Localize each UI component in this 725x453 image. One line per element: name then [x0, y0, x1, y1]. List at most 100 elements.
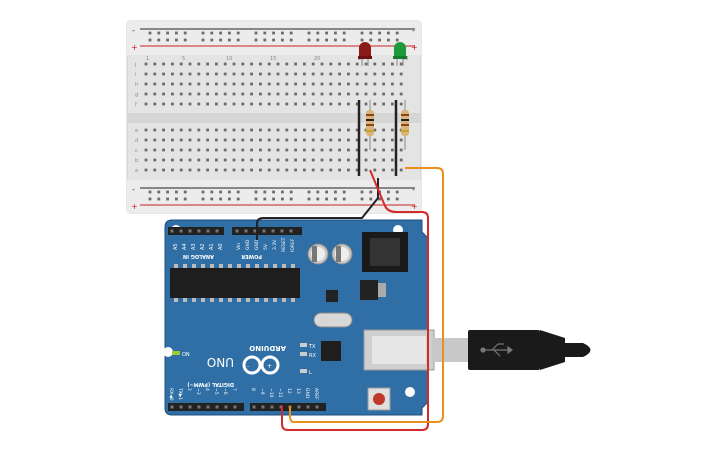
rail-plus-left-bottom: +	[131, 202, 138, 211]
svg-text:A3: A3	[191, 243, 197, 250]
svg-text:20: 20	[314, 56, 320, 62]
brand-label: ARDUINO	[249, 344, 286, 352]
model-label: UNO	[207, 355, 234, 369]
capacitor	[307, 243, 329, 265]
svg-text:-: -	[247, 363, 249, 370]
rail-minus-right-bottom: -	[412, 185, 415, 194]
tx-label: TX	[308, 344, 316, 350]
svg-text:j: j	[134, 62, 136, 68]
rail-minus-left-top: -	[132, 26, 135, 35]
svg-text:A2: A2	[200, 243, 206, 250]
analog-pin-labels: A5 A4 A3 A2 A1 A0	[173, 243, 224, 250]
digital-pin-label: 13	[295, 388, 301, 394]
wire-black-gnd[interactable]	[256, 178, 379, 240]
mount-hole	[163, 347, 173, 357]
analog-header[interactable]	[168, 227, 224, 235]
power-header-label: POWER	[241, 253, 262, 259]
breadboard-holes[interactable]	[144, 31, 403, 201]
rail-minus-right-top: -	[412, 26, 415, 35]
l-label: L	[309, 370, 312, 376]
digital-pin-label: ~5	[213, 388, 219, 395]
digital-pin-label: 8	[250, 388, 256, 391]
svg-text:g: g	[135, 92, 138, 98]
svg-text:h: h	[135, 82, 138, 88]
svg-text:GND: GND	[254, 239, 260, 250]
row-labels-bottom: e d c b a	[135, 128, 138, 174]
power-header[interactable]	[232, 227, 302, 235]
small-chip	[326, 290, 338, 302]
l-led	[300, 369, 307, 373]
svg-text:15: 15	[270, 56, 276, 62]
on-label: ON	[182, 352, 190, 358]
svg-text:A4: A4	[182, 243, 188, 250]
arduino-logo-icon	[242, 355, 280, 375]
rx-led	[300, 352, 307, 356]
wire-orange-pin12[interactable]	[289, 167, 444, 423]
rx-label: RX	[309, 353, 316, 359]
wire-red-pin13[interactable]	[281, 169, 429, 431]
voltage-regulator	[360, 280, 386, 300]
digital-pin-label: ~11	[277, 388, 283, 398]
rail-plus-right-top: +	[411, 43, 418, 52]
breadboard[interactable]: - + - + - + - + j i h g f e d c b a 1 5 …	[126, 20, 422, 214]
svg-text:A0: A0	[218, 243, 224, 250]
reset-button[interactable]	[367, 387, 391, 411]
tx-led	[300, 343, 307, 347]
analog-header-label: ANALOG IN	[183, 253, 214, 259]
svg-text:1: 1	[146, 56, 149, 62]
digital-pin-label: GND	[304, 388, 310, 399]
svg-text:i: i	[135, 72, 136, 78]
digital-header-label: DIGITAL (PWM~)	[187, 381, 234, 387]
digital-header[interactable]	[168, 403, 326, 411]
arduino-uno-board[interactable]: A5 A4 A3 A2 A1 A0 ANALOG IN Vin GND GND …	[163, 219, 435, 416]
crystal-oscillator	[313, 312, 353, 328]
power-pin-labels: Vin GND GND 5V 3.3V RESET IOREF	[236, 237, 296, 252]
svg-text:a: a	[135, 168, 138, 174]
digital-pin-label: TX▶1	[177, 387, 183, 400]
svg-text:Vin: Vin	[236, 243, 242, 250]
usb-port[interactable]	[363, 329, 435, 371]
row-labels-top: j i h g f	[134, 62, 138, 108]
svg-text:5: 5	[182, 56, 185, 62]
digital-pin-label: AREF	[313, 388, 319, 400]
mount-hole	[405, 387, 415, 397]
svg-text:A1: A1	[209, 243, 215, 250]
svg-text:RESET: RESET	[281, 237, 287, 252]
digital-pin-label: 2	[186, 388, 192, 391]
atmega-microcontroller	[170, 264, 300, 302]
svg-text:b: b	[135, 158, 138, 164]
usb-cable[interactable]	[432, 330, 591, 370]
dc-power-jack[interactable]	[362, 232, 408, 272]
rail-plus-right-bottom: +	[411, 202, 418, 211]
resistor-red-led[interactable]	[366, 100, 374, 150]
digital-pin-label: 12	[286, 388, 292, 394]
usb-symbol-icon	[480, 343, 513, 357]
svg-text:f: f	[135, 102, 137, 108]
svg-text:5V: 5V	[263, 243, 269, 250]
rail-plus-left-top: +	[131, 43, 138, 52]
digital-pin-label: ~9	[259, 388, 265, 395]
capacitor	[331, 243, 353, 265]
digital-pin-label: 4	[204, 388, 210, 391]
digital-pin-label: RX◀0	[168, 388, 174, 401]
svg-text:A5: A5	[173, 243, 179, 250]
digital-pin-label: ~6	[222, 388, 228, 395]
on-led	[172, 351, 180, 355]
usb-interface-chip	[321, 341, 341, 361]
digital-pin-label: ~3	[195, 388, 201, 395]
svg-text:e: e	[135, 128, 138, 134]
svg-text:10: 10	[226, 56, 232, 62]
rail-minus-left-bottom: -	[132, 185, 135, 194]
led-green[interactable]	[393, 42, 407, 66]
svg-text:+: +	[267, 363, 272, 370]
svg-text:3.3V: 3.3V	[272, 239, 278, 250]
svg-text:GND: GND	[245, 239, 251, 250]
svg-text:c: c	[135, 148, 138, 154]
led-red[interactable]	[358, 42, 372, 66]
digital-pin-label: ~10	[268, 388, 274, 398]
resistor-green-led[interactable]	[401, 100, 409, 150]
svg-text:d: d	[135, 138, 138, 144]
digital-pin-label: 7	[231, 388, 237, 391]
